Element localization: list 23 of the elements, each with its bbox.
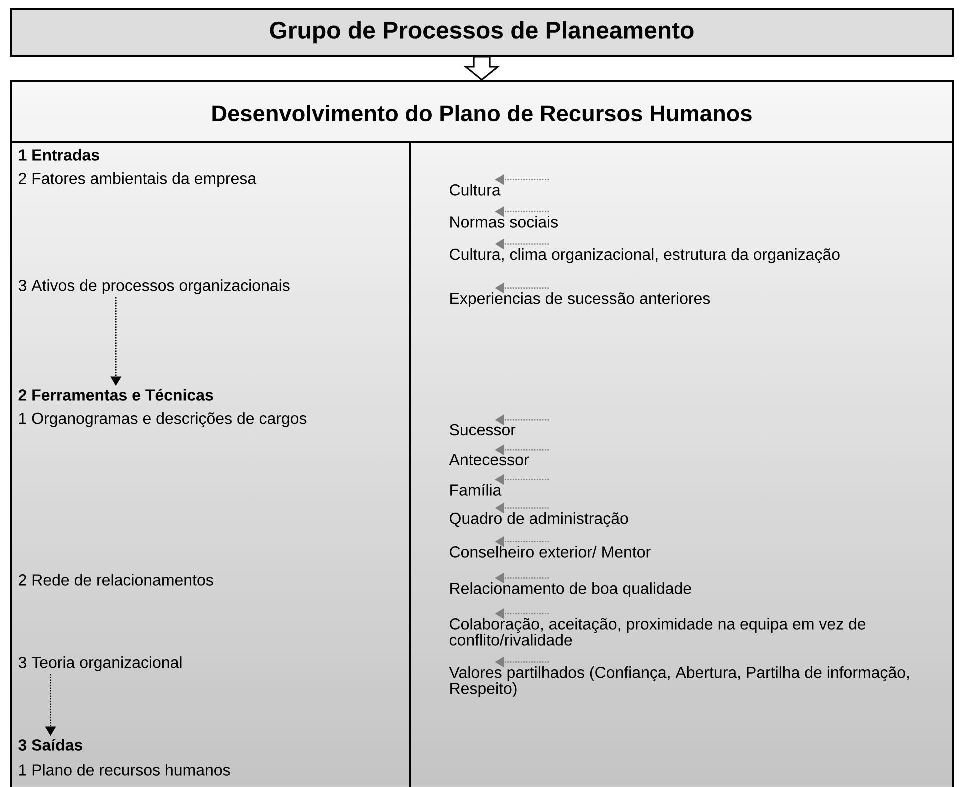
list-item: Experiencias de sucessão anteriores (450, 292, 710, 308)
list-item: Valores partilhados (Confiança, Abertura, Partilha de informação, Respeito) (449, 666, 910, 698)
list-item: 2 Fatores ambientais da empresa (19, 172, 257, 188)
list-item: Família (450, 484, 502, 496)
section-heading: 3 Saídas (18, 739, 83, 751)
block-arrow (464, 56, 500, 82)
list-item: Conselheiro exterior/ Mentor (450, 546, 651, 558)
list-item: Antecessor (449, 454, 530, 466)
list-item: Colaboração, aceitação, proximidade na equipa em vez de conflito/rivalidade (450, 618, 866, 646)
list-item: 3 Ativos de processos organizacionais (18, 280, 290, 294)
list-item: Sucessor (450, 424, 516, 436)
list-item: 1 Plano de recursos humanos (19, 764, 230, 776)
list-item: Quadro de administração (450, 512, 628, 528)
list-item: Relacionamento de boa qualidade (450, 582, 692, 598)
process-group-box: Grupo de Processos de Planeamento (10, 8, 954, 57)
list-item: Cultura, clima organizacional, estrutura da organização (450, 248, 840, 264)
list-item: 2 Rede de relacionamentos (19, 574, 214, 586)
list-item: 3 Teoria organizacional (18, 656, 182, 672)
list-item: Cultura (450, 184, 501, 196)
list-item: 1 Organogramas e descrições de cargos (19, 412, 307, 428)
list-item: Normas sociais (450, 216, 558, 228)
section-heading: 1 Entradas (19, 149, 100, 161)
section-heading: 2 Ferramentas e Técnicas (18, 389, 214, 401)
